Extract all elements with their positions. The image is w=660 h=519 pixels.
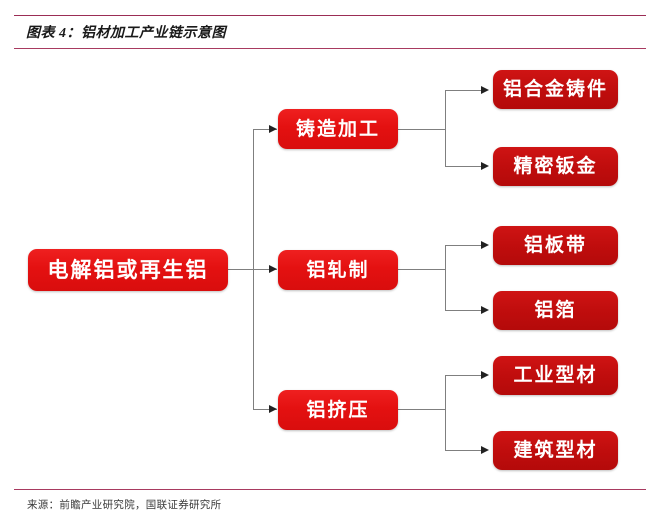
node-aluminum-rolling[interactable]: 铝轧制 — [278, 250, 398, 290]
arrow-rolling-to-foil — [481, 306, 489, 314]
connector-casting-stem — [398, 129, 445, 130]
connector-rolling-to-foil — [445, 310, 485, 311]
connector-extrusion-to-industrial — [445, 375, 485, 376]
node-precision-sheet-metal[interactable]: 精密钣金 — [493, 147, 618, 186]
node-aluminum-extrusion[interactable]: 铝挤压 — [278, 390, 398, 430]
node-aluminum-sheet-strip[interactable]: 铝板带 — [493, 226, 618, 265]
connector-casting-to-precision-sheet-metal — [445, 166, 485, 167]
connector-root-to-rolling — [253, 269, 277, 270]
connector-rolling-stem — [398, 269, 445, 270]
connector-casting-trunk — [445, 90, 446, 167]
diagram-canvas: 电解铝或再生铝 铸造加工 铝轧制 铝挤压 铝合金铸件 精密钣金 铝板带 铝箔 工… — [0, 52, 660, 488]
connector-root-to-casting — [253, 129, 277, 130]
arrow-casting-to-precision-sheet-metal — [481, 162, 489, 170]
title-rule-top — [14, 15, 646, 16]
connector-extrusion-trunk — [445, 375, 446, 450]
node-construction-profile[interactable]: 建筑型材 — [493, 431, 618, 470]
node-aluminum-alloy-castings[interactable]: 铝合金铸件 — [493, 70, 618, 109]
title-rule-bottom — [14, 48, 646, 49]
connector-rolling-trunk — [445, 245, 446, 310]
node-aluminum-foil[interactable]: 铝箔 — [493, 291, 618, 330]
arrow-root-to-rolling — [269, 265, 277, 273]
node-industrial-profile[interactable]: 工业型材 — [493, 356, 618, 395]
arrow-root-to-casting — [269, 125, 277, 133]
arrow-root-to-extrusion — [269, 405, 277, 413]
connector-root-stem — [228, 269, 254, 270]
page-title: 图表 4：铝材加工产业链示意图 — [26, 26, 226, 41]
arrow-rolling-to-sheet-strip — [481, 241, 489, 249]
node-casting-processing[interactable]: 铸造加工 — [278, 109, 398, 149]
source-rule — [14, 489, 646, 490]
connector-rolling-to-sheet-strip — [445, 245, 485, 246]
node-electrolytic-or-recycled-aluminum[interactable]: 电解铝或再生铝 — [28, 249, 228, 291]
connector-extrusion-stem — [398, 409, 445, 410]
arrow-extrusion-to-industrial — [481, 371, 489, 379]
connector-casting-to-alloy-casting — [445, 90, 485, 91]
connector-root-to-extrusion — [253, 409, 277, 410]
source-note: 来源：前瞻产业研究院，国联证券研究所 — [27, 500, 222, 511]
arrow-extrusion-to-construction — [481, 446, 489, 454]
connector-extrusion-to-construction — [445, 450, 485, 451]
arrow-casting-to-alloy-casting — [481, 86, 489, 94]
